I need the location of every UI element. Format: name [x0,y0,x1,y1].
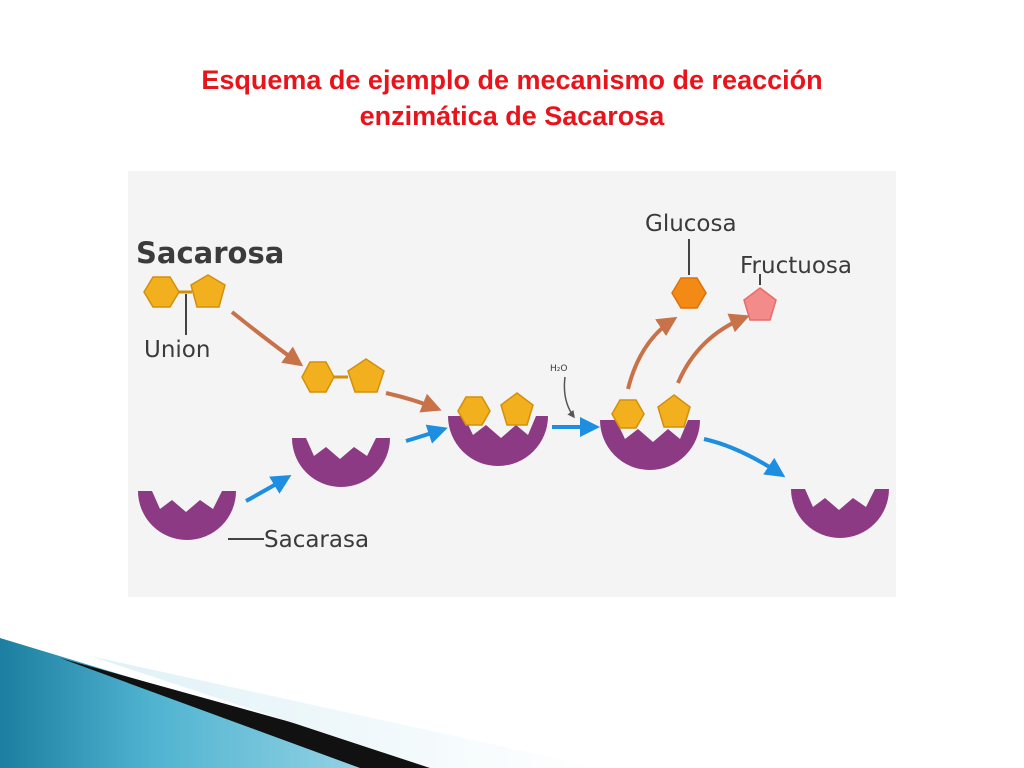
enzyme-arrow-1 [245,474,292,503]
fructose-release-arrow [676,313,750,384]
glucose-unit-hexagon [301,361,335,393]
fructose-unit-pentagon [657,394,691,428]
fructose-unit-pentagon [500,392,534,426]
pale-stripe [90,656,600,768]
glucose-unit-hexagon [457,396,491,426]
water-arrow [563,376,575,419]
fructuosa-label: Fructuosa [740,253,852,279]
enzyme-shape [791,489,889,538]
sacarasa-enzyme-released [791,489,889,538]
sacarasa-enzyme-moving [292,438,390,487]
enzyme-release-arrow [703,437,786,478]
diagram-background [128,171,896,597]
fructose-unit-pentagon [190,274,226,308]
fructose-product-pentagon [743,287,777,321]
sucrose-molecule-free [143,274,226,308]
enzyme-product-complex [600,394,700,470]
enzyme-shape [600,420,700,470]
slide-title: Esquema de ejemplo de mecanismo de reacc… [0,62,1024,134]
reaction-diagram: Sacarosa Union Sacarasa [128,171,896,597]
slide-title-line-1: Esquema de ejemplo de mecanismo de reacc… [201,65,823,95]
glucosa-label: Glucosa [645,211,737,237]
water-label: H₂O [550,364,567,374]
substrate-arrow-1 [230,310,304,367]
fructose-unit-pentagon [347,358,385,393]
sacarasa-enzyme-free [138,491,236,540]
slide-title-line-2: enzimática de Sacarosa [359,101,665,131]
sacarosa-label: Sacarosa [136,236,284,270]
glucose-unit-hexagon [611,399,645,429]
substrate-arrow-2 [385,391,442,413]
enzyme-arrow-2 [405,424,448,444]
enzyme-substrate-complex [448,392,548,466]
union-label: Union [144,337,210,363]
enzyme-shape [448,416,548,466]
glucose-product-hexagon [671,277,707,309]
glucose-release-arrow [626,316,678,390]
enzyme-shape [292,438,390,487]
enzyme-shape [138,491,236,540]
black-stripe [60,658,440,768]
sucrose-molecule-approaching [301,358,385,393]
slide-corner-decoration [0,638,600,768]
sacarasa-label: Sacarasa [264,527,369,553]
